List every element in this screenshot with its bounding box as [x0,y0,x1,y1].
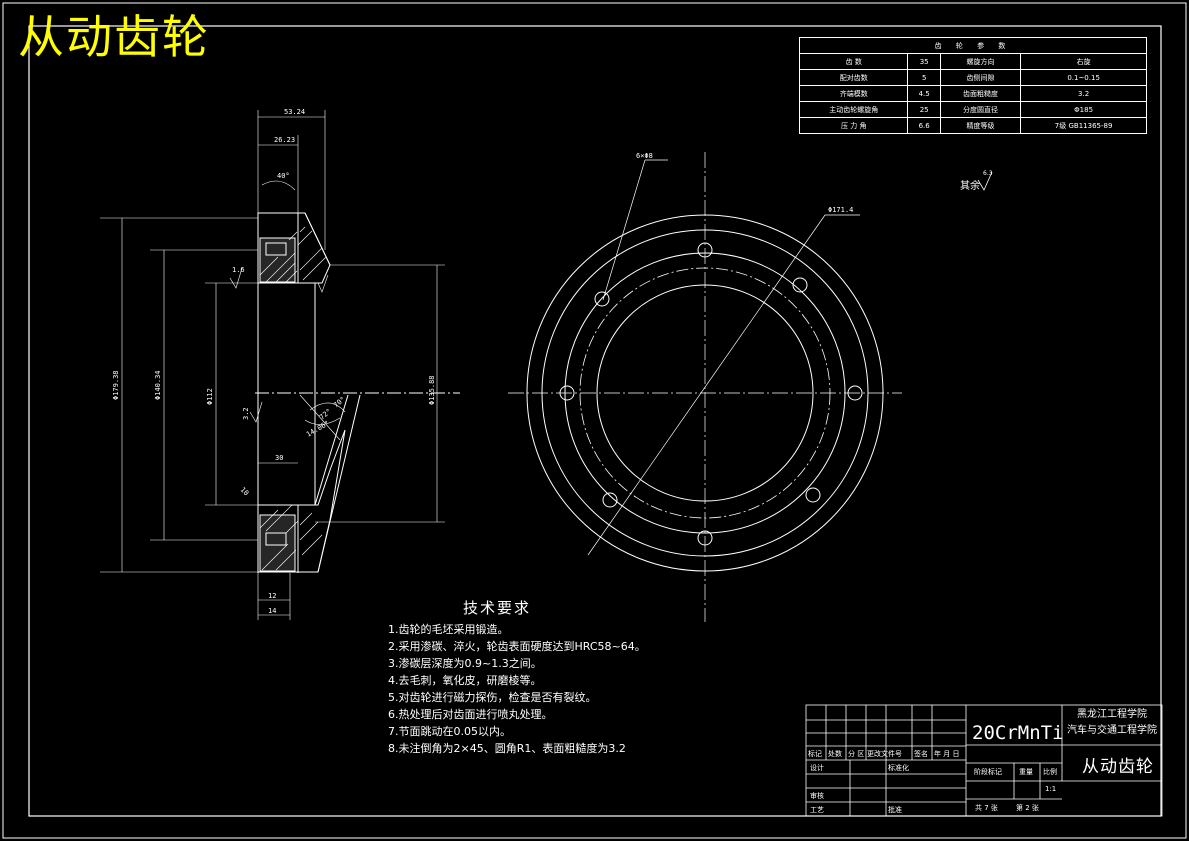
param-value: 3.2 [1020,85,1147,102]
bolt-holes-label: 6×Φ8 [636,152,653,160]
dim-53-24: 53.24 [284,108,305,116]
param-name: 配对齿数 [798,69,909,86]
rough-3-2: 3.2 [242,407,250,420]
rough-1-6: 1.6 [232,266,245,274]
tech-req-item: 6.热处理后对齿面进行喷丸处理。 [388,708,553,721]
dim-30: 30 [275,454,283,462]
school-line-2: 汽车与交通工程学院 [1067,725,1157,736]
table-row: 齿 数 35 螺旋方向 右旋 [798,53,1147,70]
school-name: 黑龙江工程学院 汽车与交通工程学院 [1064,707,1160,739]
technical-requirements: 技术要求 1.齿轮的毛坯采用锻造。 2.采用渗碳、淬火，轮齿表面硬度达到HRC5… [388,600,688,757]
title-block-grid [805,704,1163,817]
part-name: 从动齿轮 [1082,757,1154,777]
param-value: 6.6 [907,117,941,134]
param-value: 0.1~0.15 [1020,69,1147,86]
param-name: 分度圆直径 [939,101,1022,118]
tb-sheet-no: 第 2 张 [1016,804,1039,812]
table-row: 主动齿轮螺旋角 25 分度圆直径 Φ185 [798,101,1147,118]
table-row: 齐端模数 4.5 齿面粗糙度 3.2 [798,85,1147,102]
tb-label: 年 月 日 [934,750,960,758]
tech-req-item: 3.渗碳层深度为0.9~1.3之间。 [388,657,542,670]
tb-label: 标记 [808,750,822,758]
dim-phi140: Φ140.34 [154,370,162,400]
school-line-1: 黑龙江工程学院 [1077,709,1147,720]
tb-process: 工艺 [810,806,824,814]
tb-approve: 批准 [888,806,902,814]
tech-req-item: 4.去毛刺，氧化皮，研磨棱等。 [388,674,542,687]
tech-req-item: 7.节面跳动在0.05以内。 [388,725,511,738]
others-roughness-value: 6.3 [983,170,993,177]
dim-phi135: Φ135.88 [428,375,436,405]
param-value: Φ185 [1020,101,1147,118]
tb-sheets: 共 7 张 [975,804,998,812]
drawing-title: 从动齿轮 [18,10,210,64]
gear-parameter-table: 齿 轮 参 数 齿 数 35 螺旋方向 右旋 配对齿数 5 齿侧间隙 0.1~0… [798,37,1147,134]
tb-design: 设计 [810,764,824,772]
tb-label: 签名 [914,750,928,758]
others-roughness-label: 其余 [960,181,980,192]
param-name: 齿侧间隙 [939,69,1022,86]
param-value: 4.5 [907,85,941,102]
param-name: 压 力 角 [798,117,909,134]
tb-label: 分 区 [848,750,865,758]
material: 20CrMnTi [972,722,1064,744]
bolt-holes [559,242,863,546]
tech-req-item: 2.采用渗碳、淬火，轮齿表面硬度达到HRC58~64。 [388,640,646,653]
dim-angle-top: 40° [277,172,290,180]
tech-req-title: 技术要求 [462,599,531,617]
tech-req-item: 1.齿轮的毛坯采用锻造。 [388,623,509,636]
front-view [508,152,902,622]
tb-scale-label: 比例 [1043,768,1057,776]
small-dim: 10 [239,486,251,498]
dim-phi112: Φ112 [206,388,214,405]
table-row: 配对齿数 5 齿侧间隙 0.1~0.15 [798,69,1147,86]
param-name: 螺旋方向 [939,53,1022,70]
param-name: 主动齿轮螺旋角 [798,101,909,118]
table-row: 压 力 角 6.6 精度等级 7级 GB11365-89 [798,117,1147,134]
dim-phi179: Φ179.38 [112,370,120,400]
param-table-header: 齿 轮 参 数 [799,37,1147,54]
param-name: 精度等级 [939,117,1022,134]
tb-weight: 重量 [1019,768,1033,776]
dim-12: 12 [268,592,276,600]
param-value: 7级 GB11365-89 [1020,117,1147,134]
tb-standardization: 标准化 [888,764,909,772]
pcd-label: Φ171.4 [828,206,853,214]
param-value: 35 [907,53,941,70]
dim-14: 14 [268,607,276,615]
tb-label: 更改文件号 [867,750,902,758]
param-value: 25 [907,101,941,118]
param-name: 齐端模数 [798,85,909,102]
param-name: 齿面粗糙度 [939,85,1022,102]
tb-check: 审核 [810,792,824,800]
tech-req-item: 5.对齿轮进行磁力探伤，检查是否有裂纹。 [388,691,597,704]
dim-26-23: 26.23 [274,136,295,144]
param-value: 5 [907,69,941,86]
tb-stage-mark: 阶段标记 [974,768,1002,776]
tb-label: 处数 [828,750,842,758]
param-name: 齿 数 [798,53,909,70]
param-value: 右旋 [1020,53,1147,70]
tech-req-item: 8.未注倒角为2×45、圆角R1、表面粗糙度为3.2 [388,742,626,755]
others-roughness-icon [977,171,993,191]
tb-scale: 1:1 [1045,785,1057,793]
section-view [100,110,460,620]
inner-frame [28,25,1162,817]
